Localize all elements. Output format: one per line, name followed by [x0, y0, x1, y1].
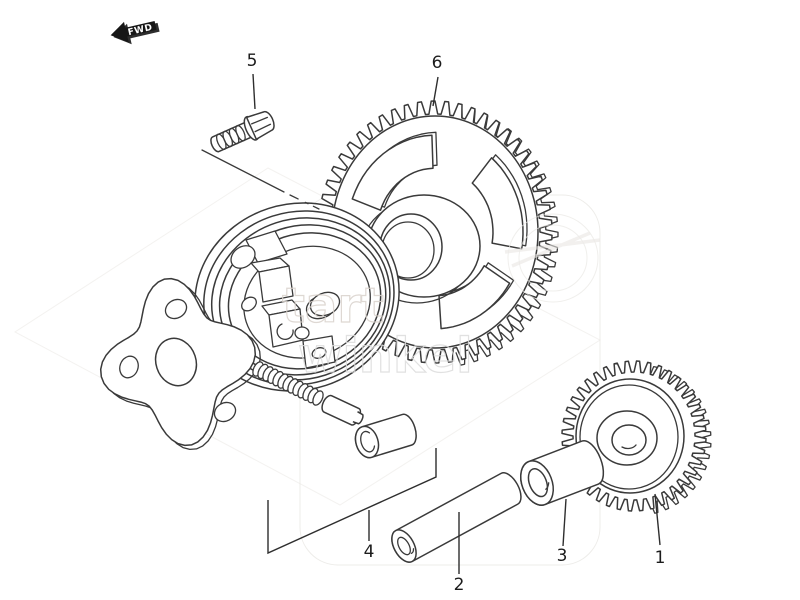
clutch-roller: [354, 413, 417, 459]
spacer-part-3: [520, 440, 605, 506]
leader-1: [654, 493, 661, 546]
callout-1: 1: [655, 548, 666, 568]
bolt-axis-line: [201, 149, 285, 193]
watermark-lower: winkel: [298, 328, 473, 384]
fwd-arrow: FWD: [110, 20, 160, 45]
watermark-upper: tart: [282, 278, 384, 334]
watermark-text: tart winkel: [281, 213, 601, 385]
shaft-part-2: [391, 472, 522, 563]
leader-5: [252, 73, 256, 110]
drum-internals: [230, 230, 341, 369]
callout-4: 4: [364, 542, 375, 562]
idle-gear-part-1: [561, 360, 712, 514]
guide-plate: [99, 277, 261, 451]
bolt-axis-dashes: [289, 194, 320, 210]
clutch-spring: [252, 361, 324, 406]
leader-6: [432, 76, 439, 107]
callout-3: 3: [557, 546, 568, 566]
clutch-plunger: [321, 394, 364, 426]
callout-5: 5: [247, 51, 258, 71]
callout-6: 6: [432, 53, 443, 73]
leader-lines: [252, 73, 661, 574]
bolt-part-5: [210, 110, 275, 153]
leader-4-bracket: [267, 448, 437, 555]
callout-2: 2: [454, 575, 465, 595]
leader-3: [562, 498, 567, 547]
